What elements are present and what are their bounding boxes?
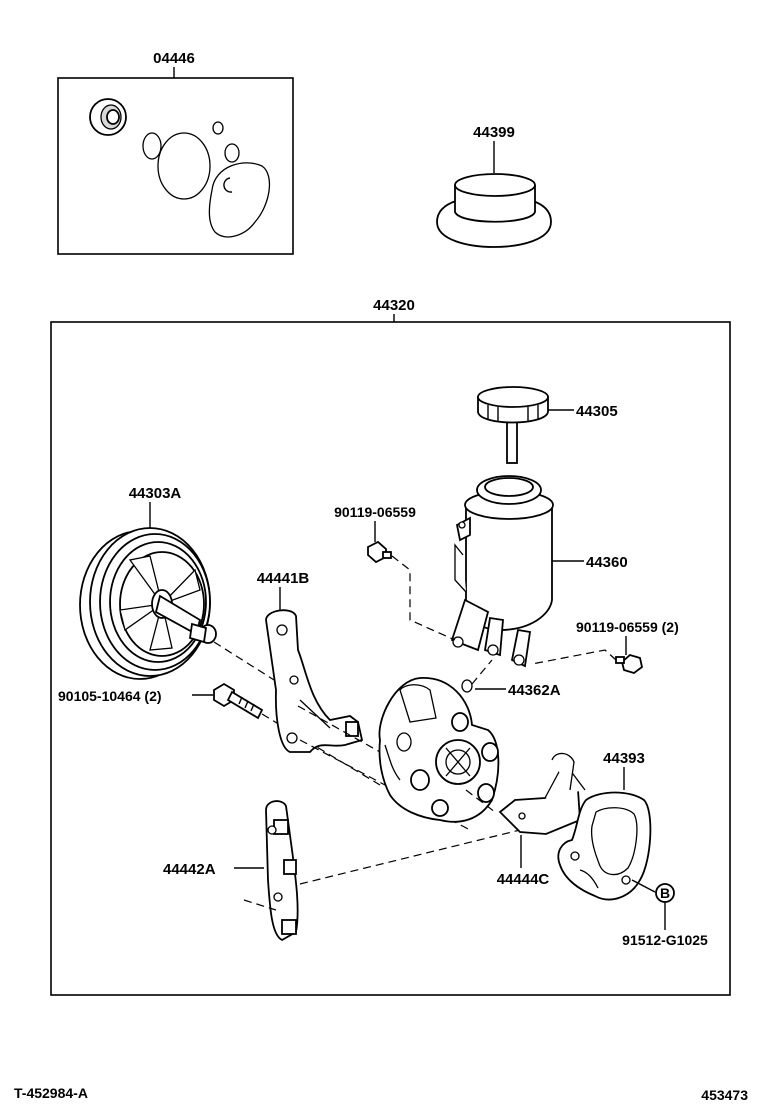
footer-left-code: T-452984-A bbox=[14, 1085, 88, 1101]
label-90119-06559-2[interactable]: 90119-06559 (2) bbox=[576, 619, 679, 635]
label-44320[interactable]: 44320 bbox=[373, 297, 415, 314]
rear-bracket-icon[interactable] bbox=[265, 609, 364, 753]
oil-seal-icon[interactable] bbox=[89, 98, 127, 136]
reservoir-icon[interactable] bbox=[450, 475, 554, 668]
label-44303A[interactable]: 44303A bbox=[129, 485, 182, 502]
tiny-o-ring-icon[interactable] bbox=[212, 121, 224, 135]
large-o-ring-icon[interactable] bbox=[157, 132, 211, 200]
bolt-icon[interactable] bbox=[367, 540, 392, 564]
label-44441B[interactable]: 44441B bbox=[257, 570, 310, 587]
gasket-icon[interactable] bbox=[208, 162, 271, 238]
callout-b-letter[interactable]: B bbox=[660, 885, 670, 901]
label-04446[interactable]: 04446 bbox=[153, 50, 195, 67]
label-44362A[interactable]: 44362A bbox=[508, 682, 561, 699]
label-44444C[interactable]: 44444C bbox=[497, 871, 550, 888]
label-44305[interactable]: 44305 bbox=[576, 403, 618, 420]
label-90105-10464-2[interactable]: 90105-10464 (2) bbox=[58, 688, 162, 704]
o-ring-icon[interactable] bbox=[461, 679, 473, 693]
pulley-icon[interactable] bbox=[79, 527, 217, 680]
mini-o-ring-icon[interactable] bbox=[224, 143, 240, 163]
bolt-icon[interactable] bbox=[615, 653, 644, 674]
cap-cover-group: 44399 bbox=[436, 124, 552, 248]
footer-right-code: 453473 bbox=[701, 1087, 748, 1103]
side-bracket-icon[interactable] bbox=[498, 752, 586, 835]
cap-cover-icon[interactable] bbox=[436, 173, 552, 248]
reservoir-cap-icon[interactable] bbox=[477, 386, 549, 464]
kit-box bbox=[57, 77, 294, 255]
kit-04446-group: 04446 bbox=[57, 50, 294, 255]
assembly-box bbox=[50, 321, 731, 996]
label-44442A[interactable]: 44442A bbox=[163, 861, 216, 878]
pump-body-icon[interactable] bbox=[378, 677, 500, 823]
front-bracket-icon[interactable] bbox=[265, 800, 299, 942]
label-44360[interactable]: 44360 bbox=[586, 554, 628, 571]
long-bolt-icon[interactable] bbox=[213, 682, 264, 720]
label-91512-G1025[interactable]: 91512-G1025 bbox=[622, 932, 708, 948]
label-90119-06559-upper[interactable]: 90119-06559 bbox=[334, 504, 416, 520]
label-44393[interactable]: 44393 bbox=[603, 750, 645, 767]
gasket-plate-icon[interactable] bbox=[557, 791, 652, 901]
label-44399[interactable]: 44399 bbox=[473, 124, 515, 141]
small-o-ring-icon[interactable] bbox=[142, 132, 162, 160]
